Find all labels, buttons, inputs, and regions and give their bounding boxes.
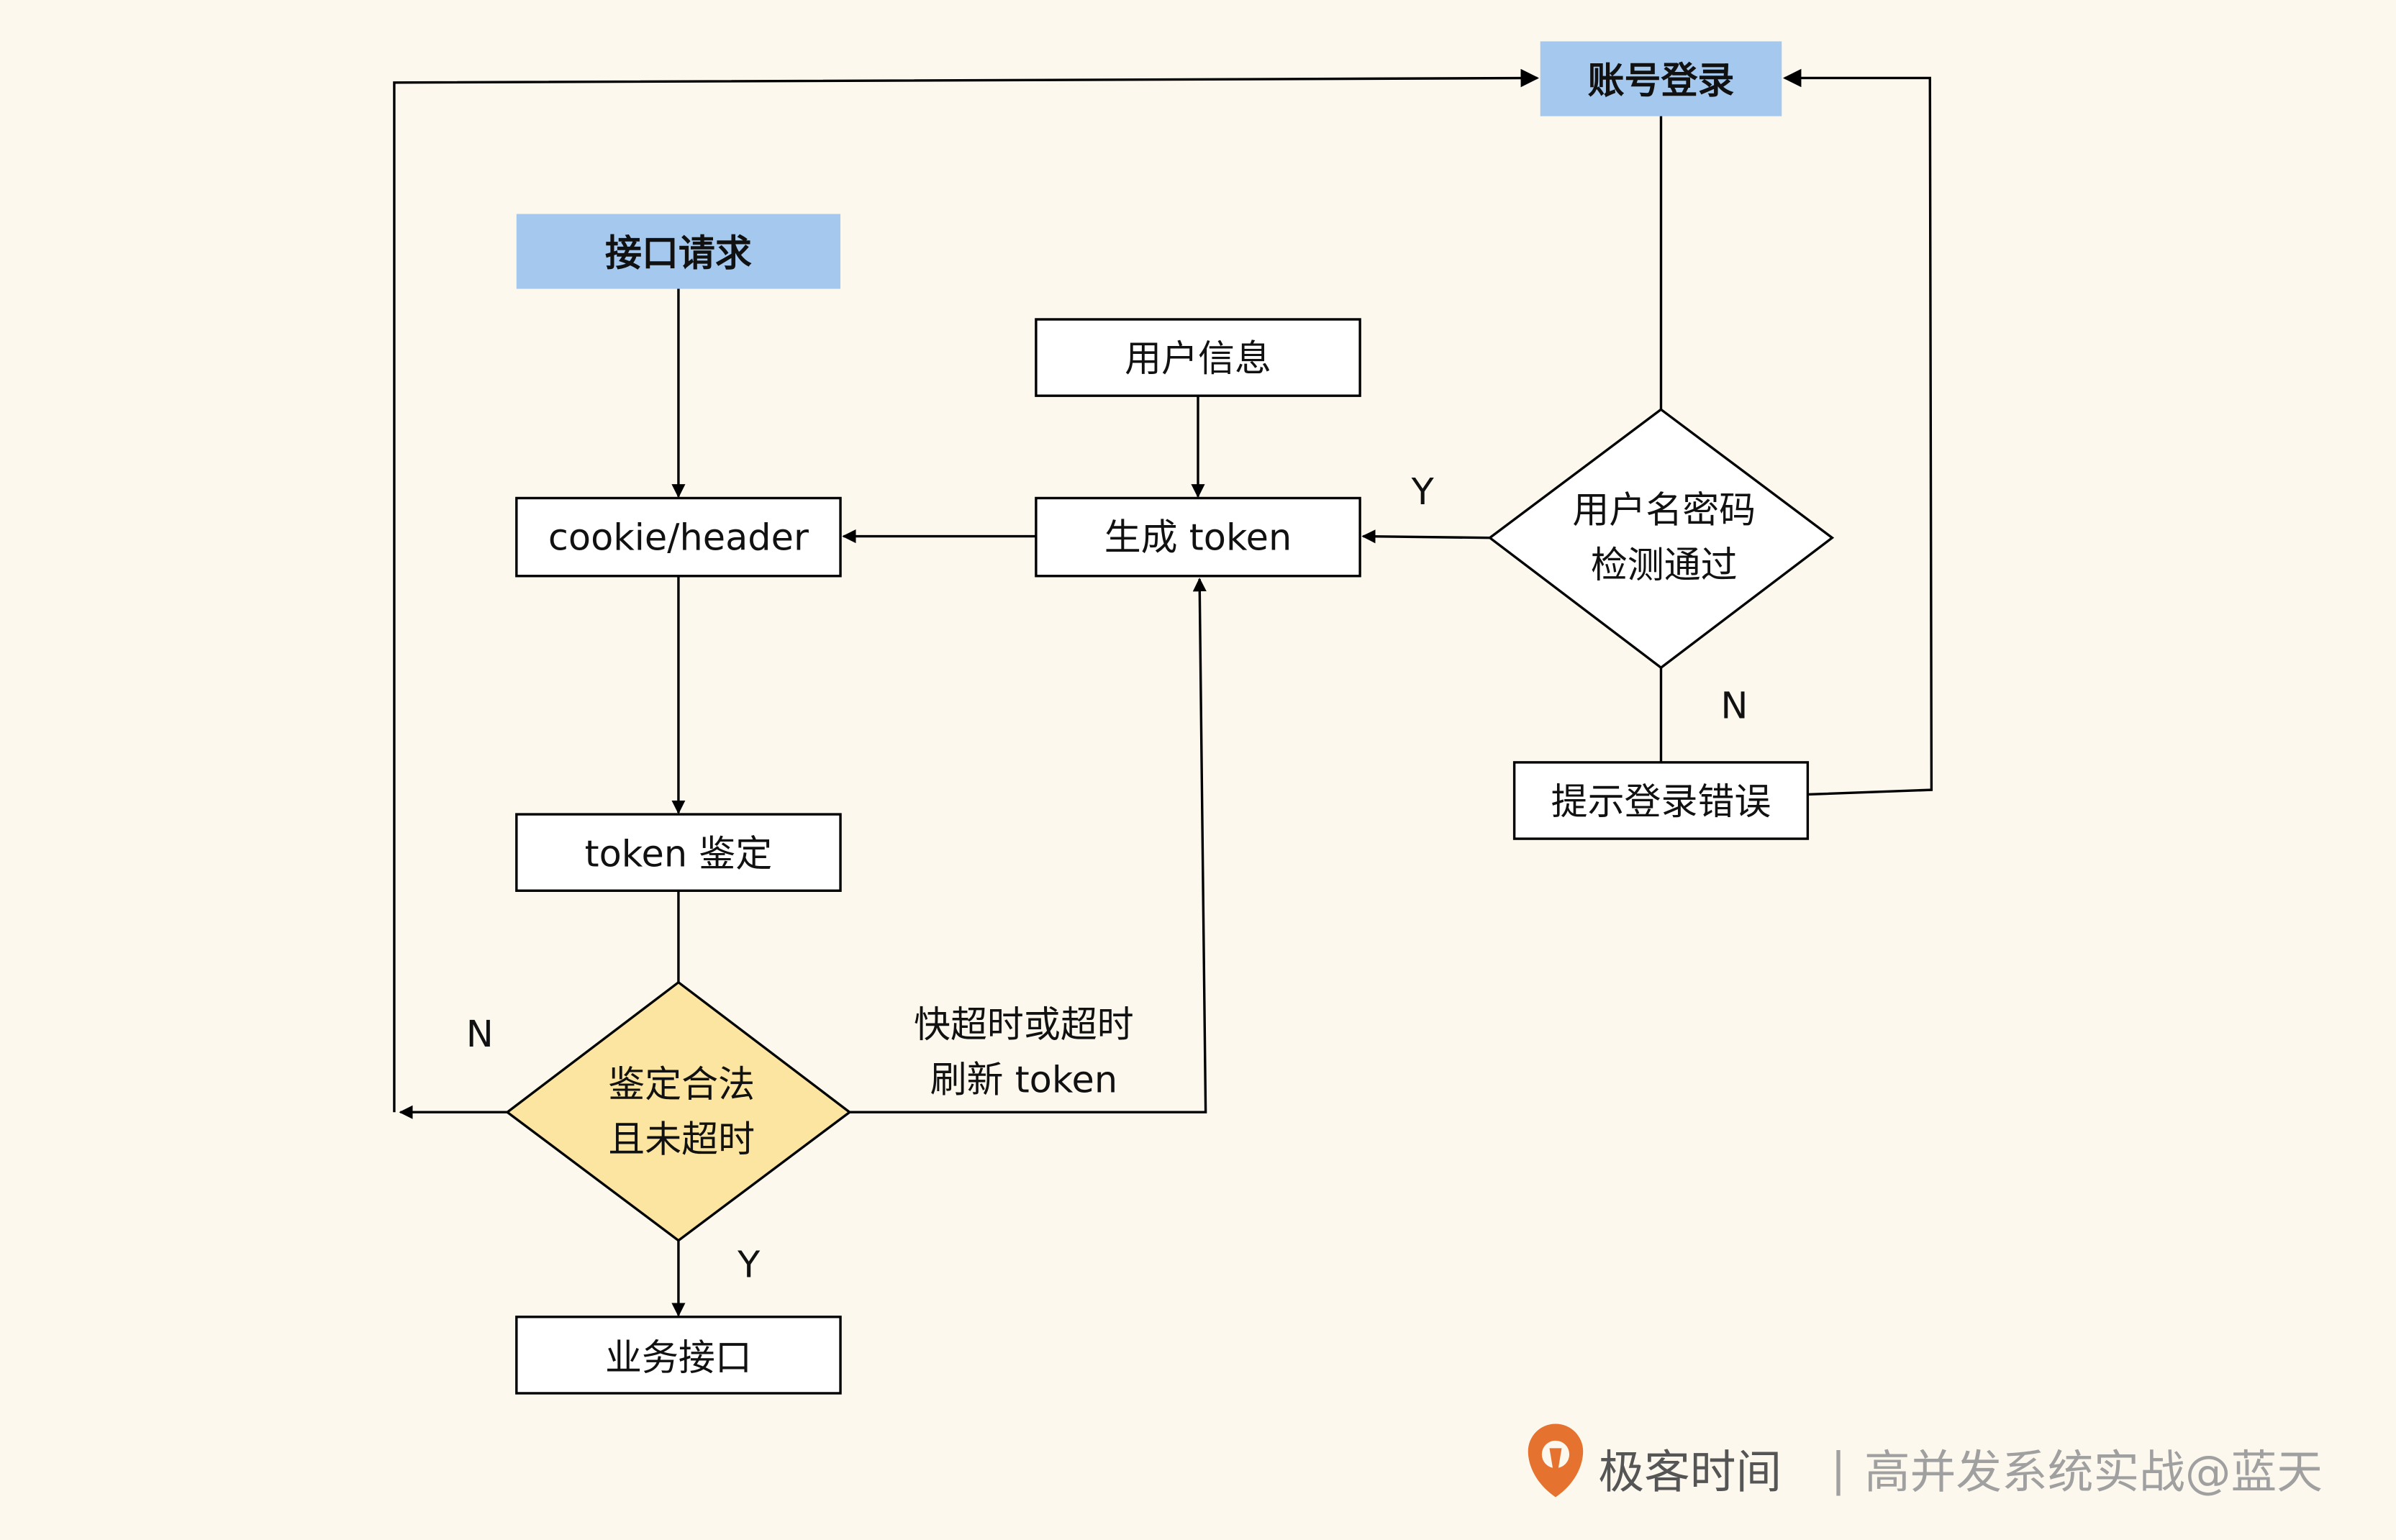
watermark-course: 高并发系统实战@蓝天 — [1864, 1446, 2323, 1500]
label-refresh-line2: 刷新 token — [930, 1060, 1118, 1102]
edge-valid-no-to-login — [393, 68, 1540, 1113]
label-refresh-line1: 快超时或超时 — [914, 1004, 1134, 1047]
watermark-separator: | — [1830, 1443, 1846, 1496]
node-valid-check: 鉴定合法 且未超时 — [505, 980, 852, 1242]
geektime-logo-icon — [1528, 1423, 1584, 1498]
node-check-credentials-line2: 检测通过 — [1591, 545, 1738, 587]
edge-error-to-login — [1782, 68, 1933, 796]
node-check-credentials: 用户名密码 检测通过 — [1487, 408, 1835, 670]
label-valid-no: N — [466, 1013, 494, 1056]
node-api-request: 接口请求 — [516, 214, 841, 289]
node-gen-token-label: 生成 token — [1104, 517, 1292, 560]
node-valid-check-line2: 且未超时 — [608, 1118, 755, 1161]
node-check-credentials-line1: 用户名密码 — [1572, 489, 1756, 532]
node-user-info: 用户信息 — [1035, 318, 1361, 397]
node-token-auth: token 鉴定 — [515, 813, 842, 892]
node-login-error-label: 提示登录错误 — [1551, 781, 1771, 824]
node-business-api-label: 业务接口 — [605, 1337, 752, 1380]
watermark-brand: 极客时间 — [1598, 1446, 1782, 1500]
node-cookie-header-label: cookie/header — [548, 517, 809, 560]
edge-valid-refresh — [849, 578, 1207, 1113]
node-business-api: 业务接口 — [515, 1316, 842, 1395]
node-api-request-label: 接口请求 — [605, 233, 752, 275]
node-token-auth-label: token 鉴定 — [585, 833, 773, 875]
node-login-error: 提示登录错误 — [1512, 761, 1810, 840]
node-valid-check-line1: 鉴定合法 — [608, 1064, 755, 1106]
watermark: 极客时间 | 高并发系统实战@蓝天 — [1528, 1423, 2323, 1500]
node-user-info-label: 用户信息 — [1125, 338, 1271, 381]
node-gen-token: 生成 token — [1035, 496, 1361, 578]
node-cookie-header: cookie/header — [515, 496, 842, 578]
label-valid-yes: Y — [737, 1244, 761, 1287]
node-login: 账号登录 — [1540, 41, 1782, 117]
edge-check-yes — [1361, 529, 1490, 544]
node-login-label: 账号登录 — [1588, 60, 1735, 103]
label-cred-yes: Y — [1411, 471, 1435, 514]
label-cred-no: N — [1720, 685, 1748, 727]
